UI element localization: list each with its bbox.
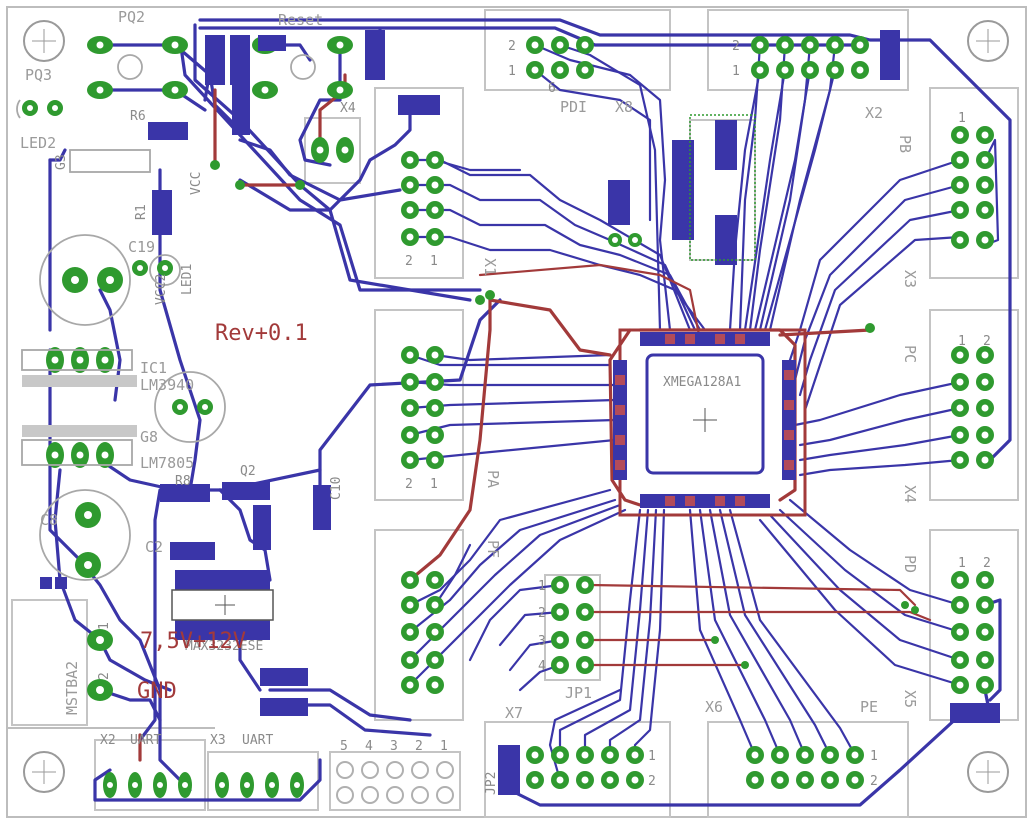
mounting-hole-icon — [23, 20, 1009, 793]
mcu-label: XMEGA128A1 — [663, 375, 741, 390]
pin-label: 4 — [538, 659, 546, 674]
mcu-chip: XMEGA128A1 — [613, 328, 807, 517]
pin-label: 2 — [648, 774, 656, 789]
g8-label: G8 — [140, 428, 158, 446]
pin-label: 5 — [340, 739, 348, 754]
pin-label: 2 — [405, 477, 413, 492]
pin-label: 1 — [430, 254, 438, 269]
x4-label: X4 — [901, 485, 919, 503]
r8-label: R8 — [175, 474, 191, 489]
x4-small-label: X4 — [340, 101, 356, 116]
pin-label: 2 — [508, 39, 516, 54]
jp1-label: JP1 — [565, 684, 592, 702]
pin-label: 1 — [430, 477, 438, 492]
pin-label: 1 — [958, 556, 966, 571]
reset-label: Reset — [278, 11, 323, 29]
pin-label: 1 — [648, 749, 656, 764]
x2-label: X2 — [865, 104, 883, 122]
pin-label: 3 — [390, 739, 398, 754]
pin-label: 1 — [958, 334, 966, 349]
bottom-copper-traces — [138, 73, 932, 762]
pin-label: 1 — [508, 64, 516, 79]
pin-label: 2 — [538, 606, 546, 621]
pe-label: PE — [860, 698, 878, 716]
pa-label: PA — [484, 470, 502, 488]
led2-label: LED2 — [20, 134, 56, 152]
x8-label: X8 — [615, 98, 633, 116]
max3232-chip — [171, 589, 274, 621]
pin-label: 1 — [97, 622, 112, 630]
pd-label: PD — [901, 555, 919, 573]
smd-components — [40, 30, 1000, 795]
pin-label: 6 — [548, 81, 556, 96]
voltage-label: 7,5V+12V — [140, 629, 246, 654]
c2-label: C2 — [145, 538, 163, 556]
power-connector-label: MSTBA2 — [63, 661, 81, 715]
vcc-label: VCC — [189, 172, 204, 195]
component-silkscreen — [16, 54, 316, 581]
connector-outlines — [11, 9, 1019, 818]
r1-label: R1 — [134, 204, 149, 220]
c8-label: C8 — [40, 511, 58, 529]
uart-x3-label: X3 — [210, 733, 226, 748]
pdi-label: PDI — [560, 98, 587, 116]
pin-label: 1 — [440, 739, 448, 754]
silkscreen-labels: PQ2 PQ3 LED2 Reset X4 R6 VCC R1 C19 VCC2… — [20, 8, 991, 795]
pq2-label: PQ2 — [118, 8, 145, 26]
uart-2-label: UART — [242, 733, 273, 748]
lm3940-label: LM3940 — [140, 376, 194, 394]
pin-label: 2 — [405, 254, 413, 269]
pk-label: X1 — [481, 258, 499, 276]
gnd-label: GND — [137, 679, 177, 704]
pin-label: 1 — [958, 111, 966, 126]
pb-label: PB — [896, 135, 914, 153]
crystal-icon — [689, 114, 756, 261]
led1-label: LED1 — [180, 264, 195, 295]
pin-label: 2 — [97, 672, 112, 680]
pin-label: 1 — [538, 579, 546, 594]
c19-label: C19 — [128, 238, 155, 256]
pc-label: PC — [901, 345, 919, 363]
pq3-label: PQ3 — [25, 66, 52, 84]
q2-label: Q2 — [240, 464, 256, 479]
x7-label: X7 — [505, 704, 523, 722]
pin-label: 4 — [365, 739, 373, 754]
pin-label: 2 — [732, 39, 740, 54]
x6-label: X6 — [705, 698, 723, 716]
g3-label: G3 — [54, 154, 69, 170]
pin-label: 2 — [870, 774, 878, 789]
ic1-label: IC1 — [140, 359, 167, 377]
pin-label: 2 — [983, 334, 991, 349]
lm7805-label: LM7805 — [140, 454, 194, 472]
pin-label: 3 — [538, 634, 546, 649]
pin-label: 1 — [732, 64, 740, 79]
uart-x2-label: X2 — [100, 733, 116, 748]
pin-label: 2 — [415, 739, 423, 754]
x5-label: X5 — [901, 690, 919, 708]
c10-label: C10 — [329, 477, 344, 500]
x3-label: X3 — [901, 270, 919, 288]
revision-label: Rev+0.1 — [215, 321, 308, 346]
top-copper-traces — [48, 18, 1012, 807]
uart-1-label: UART — [130, 733, 161, 748]
r6-label: R6 — [130, 109, 146, 124]
pin-label: 1 — [870, 749, 878, 764]
jp2-label: JP2 — [484, 772, 499, 795]
pf-label: PF — [484, 540, 502, 558]
max3232-label: MAX3232ESE — [185, 639, 263, 654]
vcc2-label: VCC2 — [154, 274, 169, 305]
pin-label: 2 — [983, 556, 991, 571]
